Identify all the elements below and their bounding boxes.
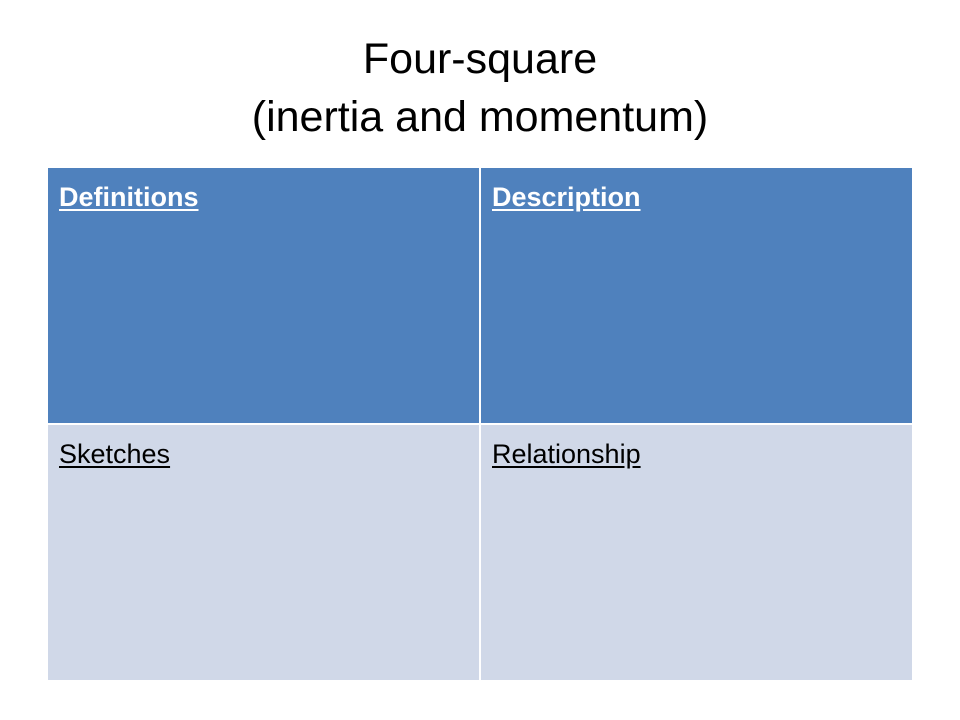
description-label: Description [492, 182, 641, 212]
sketches-label: Sketches [59, 439, 171, 469]
title-line-2: (inertia and momentum) [251, 93, 709, 141]
cell-definitions: Definitions [48, 168, 479, 423]
definitions-label: Definitions [59, 182, 199, 212]
relationship-label: Relationship [492, 439, 641, 469]
cell-description: Description [481, 168, 912, 423]
cell-relationship: Relationship [481, 425, 912, 680]
cell-sketches: Sketches [48, 425, 479, 680]
slide-title: Four-square (inertia and momentum) [0, 30, 960, 146]
title-line-1: Four-square [362, 35, 598, 83]
four-square-table: Definitions Description Sketches Relatio… [48, 168, 912, 680]
